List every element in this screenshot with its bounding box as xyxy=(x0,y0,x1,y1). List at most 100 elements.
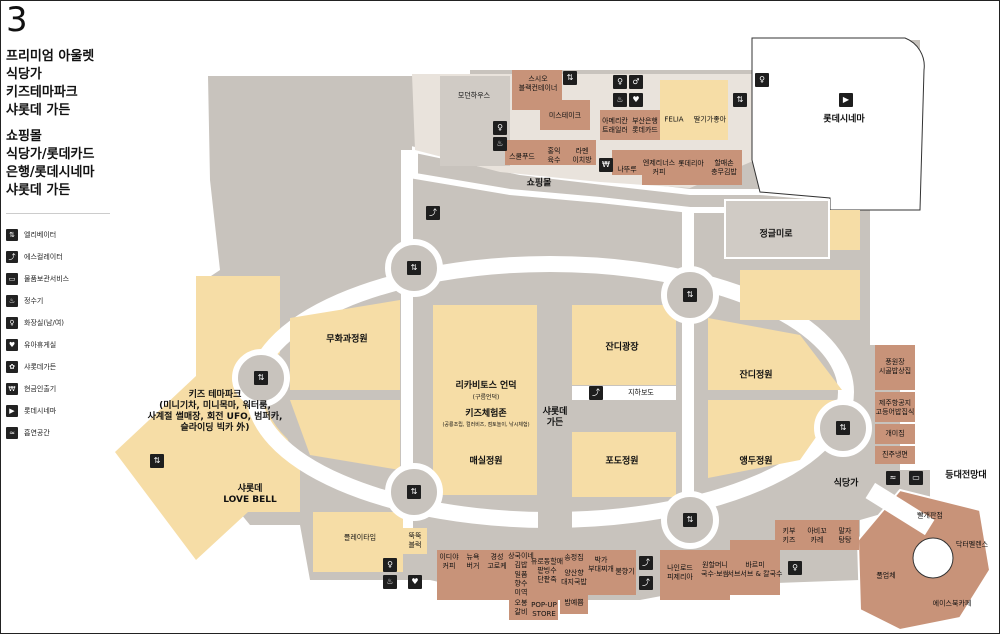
directory-item: 프리미엄 아울렛 xyxy=(6,49,95,64)
smoking-icon: ≈ xyxy=(886,471,900,485)
yellow-east-block xyxy=(830,210,860,250)
store-mal xyxy=(831,520,859,550)
legend-row: ⇅엘리베이터 xyxy=(6,224,69,246)
store-bapyeo xyxy=(560,594,588,614)
store-burger xyxy=(730,540,780,595)
store-hongik xyxy=(540,140,568,165)
elevator-icon: ⇅ xyxy=(407,485,421,499)
legend-row: ⤴에스컬레이터 xyxy=(6,246,69,268)
kids-experience-zone xyxy=(433,365,537,495)
nursing-room-icon: ♥ xyxy=(6,339,18,351)
floor-number: 3 xyxy=(6,0,28,40)
water-icon: ♨ xyxy=(493,137,507,151)
store-ilpum xyxy=(509,570,534,600)
directory-item: 은행/롯데시네마 xyxy=(6,165,95,180)
escalator-icon: ⤴ xyxy=(589,386,603,400)
store-label: 진주냉면 xyxy=(882,450,908,459)
underpass-label: 지하보도 xyxy=(628,388,654,397)
directory-item: 샤롯데 가든 xyxy=(6,103,71,118)
kids-theme-park-area xyxy=(115,276,300,560)
grape-garden xyxy=(572,432,676,497)
store-nine xyxy=(660,550,700,600)
musk-garden-label: 무화과정원 xyxy=(326,334,368,345)
store-grill xyxy=(614,550,636,595)
store-ooo xyxy=(509,600,534,620)
elevator-icon: ⇅ xyxy=(683,288,697,302)
store-yangsan xyxy=(560,572,588,594)
escalator-icon: ⤴ xyxy=(639,556,653,570)
observatory-hub xyxy=(912,537,954,579)
legend: ⇅엘리베이터 ⤴에스컬레이터 ▭물품보관서비스 ♨정수기 ♀화장실(남/여) ♥… xyxy=(6,224,69,444)
legend-label: 화장실(남/여) xyxy=(24,319,65,327)
elevator-icon: ⇅ xyxy=(254,371,268,385)
restroom-icon: ♂ xyxy=(629,75,643,89)
store-label: 나뚜루 xyxy=(617,165,637,174)
store-won xyxy=(700,550,730,600)
water-icon: ♨ xyxy=(6,295,18,307)
store-gaemi xyxy=(875,424,915,444)
storage-icon: ▭ xyxy=(909,471,923,485)
restroom-icon: ♀ xyxy=(788,561,802,575)
directory-item: 키즈테마파크 xyxy=(6,85,78,100)
lycabitus-hill xyxy=(433,305,537,365)
store-nadururu xyxy=(612,150,642,175)
kids-exp-label: 키즈체험존 (공룡조립, 컬러비즈, 점토놀이, 낚시체험) xyxy=(442,409,530,428)
store-label: 밥예쁨 xyxy=(564,598,584,607)
escalator-icon: ⤴ xyxy=(639,576,653,590)
store-bbb xyxy=(403,528,427,554)
elevator-icon: ⇅ xyxy=(836,421,850,435)
legend-label: 물품보관서비스 xyxy=(24,275,70,283)
store-label: 개미집 xyxy=(885,429,905,438)
store-label: 에이스북카페 xyxy=(932,599,972,608)
lotte-cinema-label: 롯데시네마 xyxy=(823,114,865,125)
legend-label: 흡연공간 xyxy=(24,429,50,437)
musk-garden xyxy=(290,300,400,390)
store-strawberry xyxy=(688,80,728,140)
musk-garden-lower xyxy=(290,400,400,470)
legend-label: 현금인출기 xyxy=(24,385,57,393)
jungle-maze xyxy=(724,199,830,259)
nursing-room-icon: ♥ xyxy=(629,93,643,107)
water-icon: ♨ xyxy=(613,93,627,107)
legend-row: ▭물품보관서비스 xyxy=(6,268,69,290)
store-label: 불향기 xyxy=(615,567,635,576)
store-label: FELIA xyxy=(664,115,684,124)
store-label: 모던하우스 xyxy=(457,91,491,100)
walkway-center xyxy=(538,305,572,555)
store-pungwon xyxy=(875,345,915,390)
lawn-plaza xyxy=(572,305,676,385)
store-kid xyxy=(775,520,803,550)
elevator-icon: ⇅ xyxy=(150,454,164,468)
legend-row: ♥유아휴게실 xyxy=(6,334,69,356)
directory-group-1: 프리미엄 아울렛 식당가 키즈테마파크 샤롯데 가든 xyxy=(6,48,94,120)
store-label: 딸기가좋아 xyxy=(693,115,727,124)
legend-row: ₩현금인출기 xyxy=(6,378,69,400)
store-mistake xyxy=(540,100,590,130)
cinema-icon: ▶ xyxy=(839,93,853,107)
store-ggg xyxy=(485,550,509,600)
store-jinju xyxy=(875,446,915,464)
nursing-room-icon: ♥ xyxy=(408,575,422,589)
legend-label: 엘리베이터 xyxy=(24,231,57,239)
store-newyork xyxy=(461,550,485,600)
atm-icon: ₩ xyxy=(599,158,613,172)
